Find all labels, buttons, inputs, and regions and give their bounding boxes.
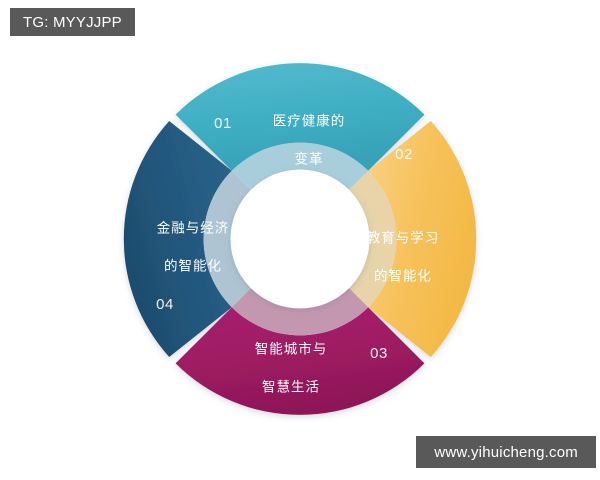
segment-02-outer[interactable]	[368, 121, 477, 357]
segment-02-line1: 教育与学习	[367, 231, 440, 246]
outer-ring-group	[123, 63, 477, 415]
segment-04-line1: 金融与经济	[157, 221, 230, 236]
segment-01-outer[interactable]	[175, 63, 425, 171]
donut-chart: 医疗健康的 变革 01 教育与学习 的智能化 02 智能城市与 智慧生活 03 …	[113, 52, 487, 426]
segment-04-line2: 的智能化	[164, 259, 222, 274]
segment-01-number: 01	[214, 115, 232, 132]
tag-badge-text: TG: MYYJJPP	[23, 13, 122, 31]
center-circle	[230, 169, 370, 309]
tag-badge: TG: MYYJJPP	[10, 8, 135, 36]
segment-01-line1: 医疗健康的	[273, 113, 346, 129]
segment-02-line2: 的智能化	[374, 269, 432, 284]
segment-03-line1: 智能城市与	[255, 341, 328, 357]
donut-chart-svg: 医疗健康的 变革 01 教育与学习 的智能化 02 智能城市与 智慧生活 03 …	[123, 63, 477, 415]
watermark-badge-text: www.yihuicheng.com	[434, 443, 578, 461]
segment-04-number: 04	[156, 296, 174, 313]
segment-03-line2: 智慧生活	[262, 380, 320, 395]
segment-01-line2: 变革	[295, 152, 324, 167]
segment-03-outer[interactable]	[175, 307, 425, 415]
watermark-badge: www.yihuicheng.com	[416, 436, 596, 468]
segment-02-number: 02	[395, 146, 413, 163]
segment-03-number: 03	[370, 345, 388, 362]
segment-04-outer[interactable]	[123, 121, 232, 357]
